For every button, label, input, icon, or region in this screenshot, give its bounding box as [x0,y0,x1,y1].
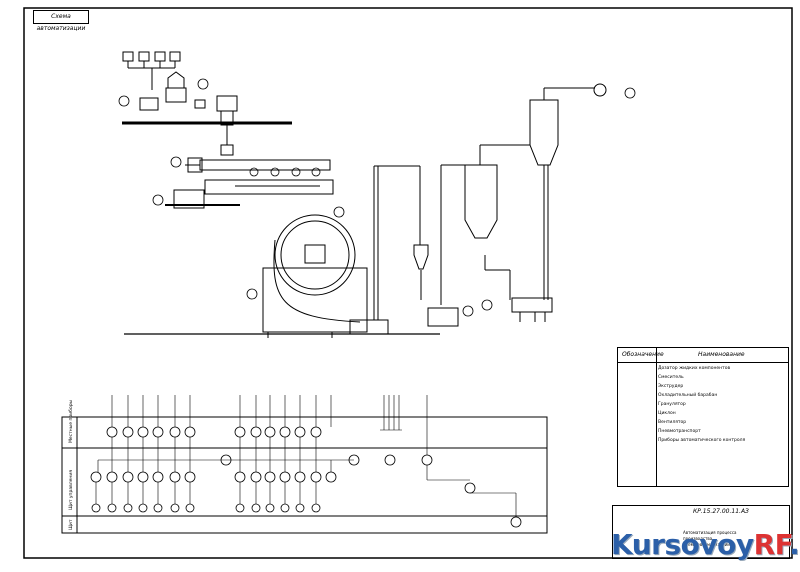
legend-row: Смеситель [658,375,684,380]
title-block: КР.15.27.00.11.АЗ Автоматизация процесса… [612,505,790,559]
panel-top-row [106,426,322,438]
legend-row: Гранулятор [658,402,686,407]
cooling-drum [262,214,368,338]
watermark-accent: RF [753,528,790,561]
legend-row: Дозатор жидких компонентов [658,366,731,371]
watermark-main: Kursovoy [611,528,754,561]
elevator [349,165,421,335]
panel-row-label-field: Местные приборы [68,399,74,443]
legend-header-name: Наименование [698,351,745,358]
legend-row: Приборы автоматического контроля [658,438,746,443]
mixer [139,71,238,126]
sheet-frame [23,7,793,559]
extruder [165,179,334,209]
process-flow [118,51,636,338]
cyclone [440,144,530,305]
watermark-tld: .ru [789,528,800,561]
legend-row: Вентилятор [658,420,687,425]
legend-row: Циклон [658,411,676,416]
title-info-line: производства [683,536,713,541]
legend-table: Обозначение Наименование Дозатор жидких … [617,347,789,487]
drawing-frame-label: Схема автоматизации [33,10,89,32]
legend-row: Охладительный барабан [658,393,718,398]
document-number: КР.15.27.00.11.АЗ [693,508,749,515]
separator [511,83,607,322]
site-watermark[interactable]: KursovoyRF.ru [611,528,800,561]
granulator [427,307,459,327]
legend-row: Пневмотранспорт [658,429,701,434]
conditioner [185,157,331,173]
legend-row: Экструдер [658,384,684,389]
title-info: Автоматизация процесса производства Схем… [683,530,736,548]
process-instruments [118,78,636,317]
control-panel [61,395,548,534]
legend-header-code: Обозначение [622,351,664,358]
panel-row-label-cabinet: Щит [68,519,74,530]
dosing-hoppers [122,51,181,90]
panel-middle-row [90,454,476,494]
panel-bottom-row [91,503,522,528]
title-info-line: Схема автоматизации [683,542,730,547]
title-info-line: Автоматизация процесса [683,530,737,535]
small-cyclone [413,244,429,270]
panel-row-label-board: Щит управления [68,470,74,510]
signal-lines [95,395,517,517]
